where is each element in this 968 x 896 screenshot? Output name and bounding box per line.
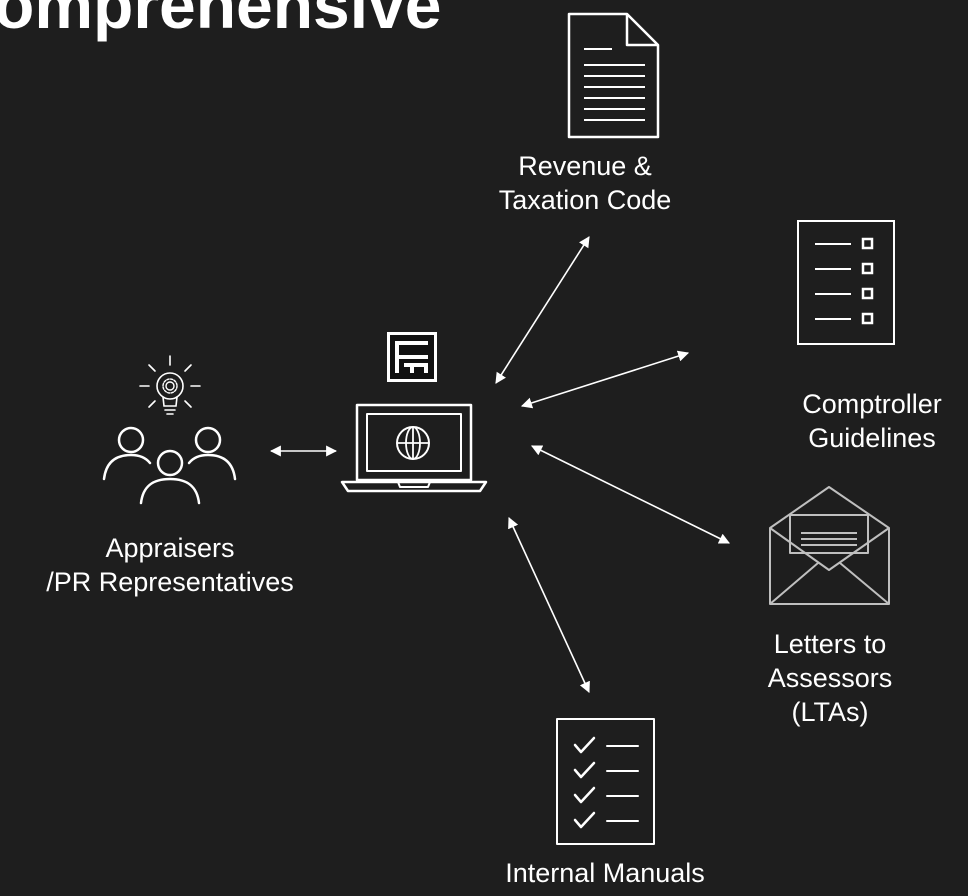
arrow-hub-revenue <box>495 236 590 384</box>
label-revenue-line1: Revenue & <box>518 151 652 181</box>
label-letters-line3: (LTAs) <box>791 697 869 727</box>
label-comptroller-guidelines: Comptroller Guidelines <box>772 387 968 455</box>
label-letters-line2: Assessors <box>767 663 893 693</box>
envelope-letter-icon <box>769 486 890 605</box>
arrow-hub-manuals <box>508 517 590 693</box>
page-title: omprehensive <box>0 0 442 42</box>
label-letters-line1: Letters to <box>773 629 887 659</box>
label-appraisers: Appraisers /PR Representatives <box>0 531 340 599</box>
label-comptroller-line2: Guidelines <box>808 423 936 453</box>
arrow-hub-comptroller <box>520 350 690 409</box>
checklist-ticks-icon <box>556 718 655 845</box>
label-revenue-taxation-code: Revenue & Taxation Code <box>480 149 690 217</box>
label-letters-to-assessors: Letters to Assessors (LTAs) <box>730 627 930 729</box>
laptop-globe-icon <box>340 403 488 493</box>
label-manuals-line1: Internal Manuals <box>505 858 705 888</box>
label-internal-manuals: Internal Manuals <box>470 856 740 890</box>
label-appraisers-line2: /PR Representatives <box>46 567 294 597</box>
label-comptroller-line1: Comptroller <box>802 389 942 419</box>
people-lightbulb-gear-icon <box>102 355 237 505</box>
checklist-boxes-icon <box>797 220 895 345</box>
label-appraisers-line1: Appraisers <box>105 533 235 563</box>
arrow-hub-letters <box>531 445 730 544</box>
label-revenue-line2: Taxation Code <box>498 185 672 215</box>
app-logo-icon <box>387 332 437 382</box>
document-icon <box>567 12 660 139</box>
